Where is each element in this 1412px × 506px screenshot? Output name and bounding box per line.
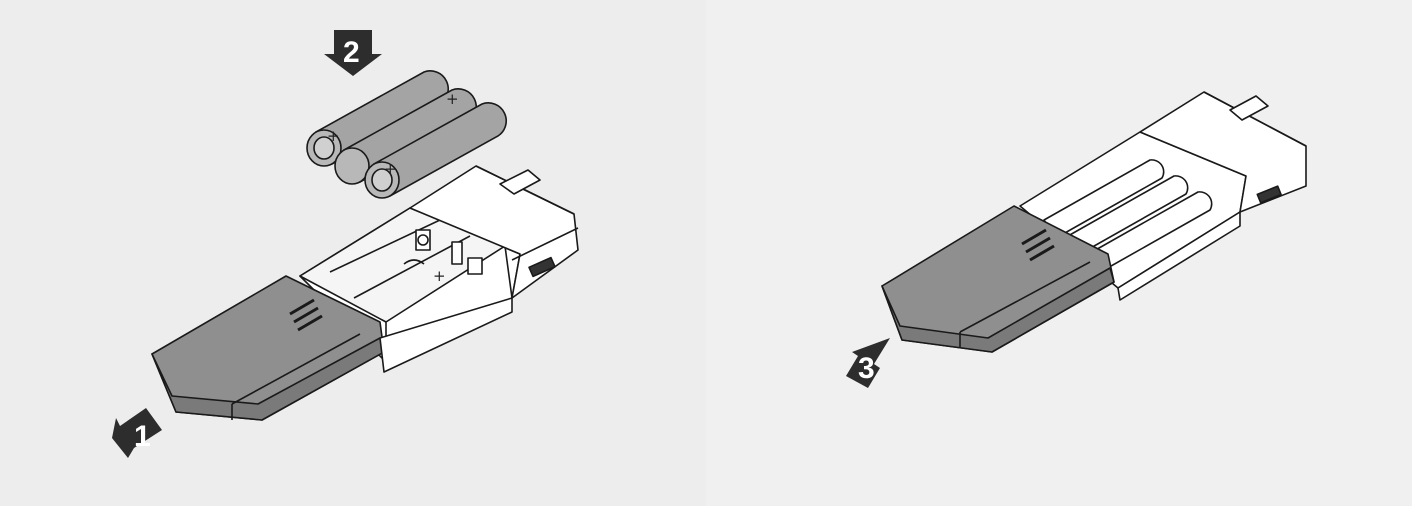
battery-plus-mark: + bbox=[446, 90, 459, 108]
step-3-label: 3 bbox=[858, 352, 875, 385]
battery-plus-mark: + bbox=[384, 160, 397, 178]
tray-plus-mark: + bbox=[433, 267, 446, 285]
battery-plus-mark: + bbox=[327, 127, 340, 145]
step-2-label: 2 bbox=[343, 36, 360, 69]
step-1-label: 1 bbox=[134, 420, 151, 453]
